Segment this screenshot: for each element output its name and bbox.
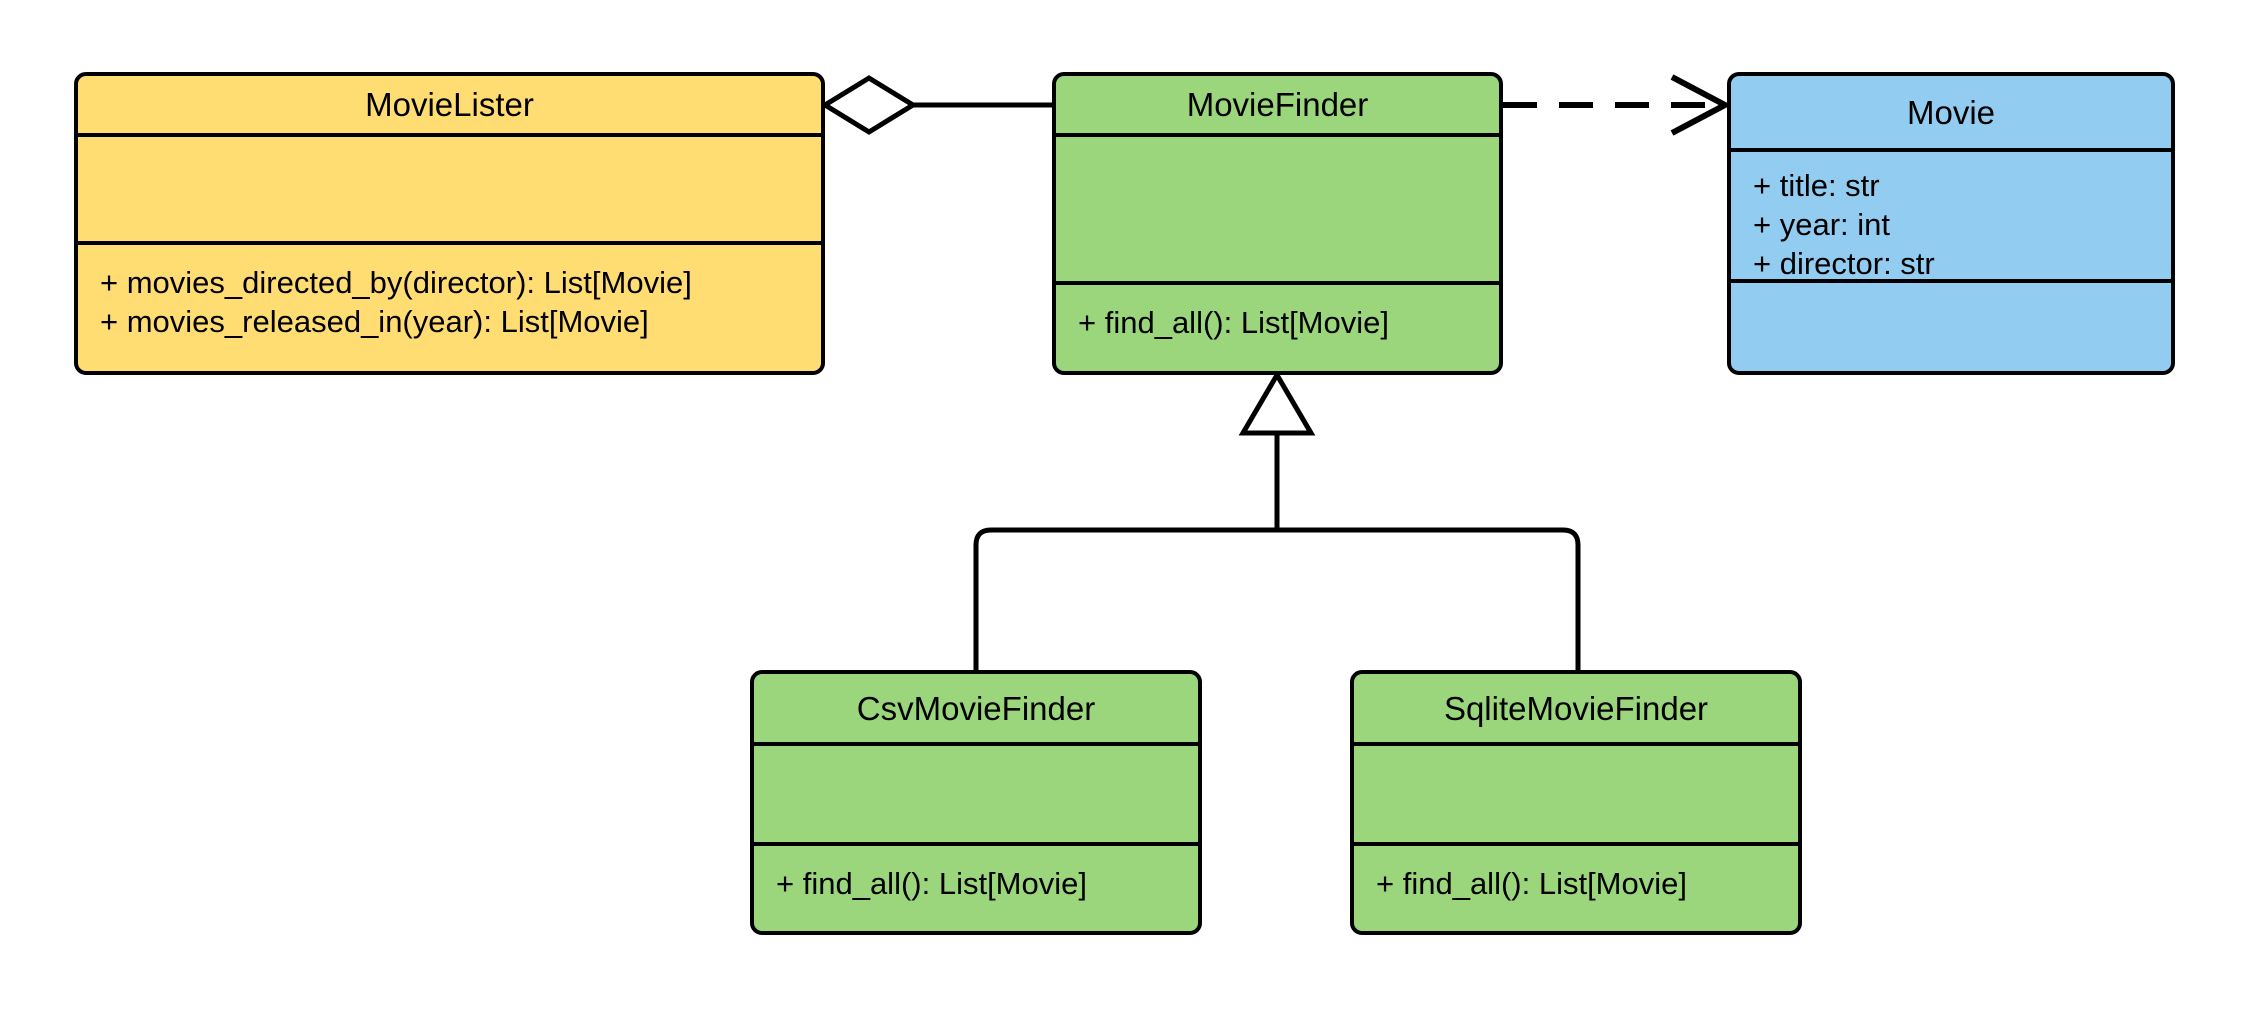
uml-class-movie[interactable]: Movie + title: str + year: int + directo… bbox=[1727, 72, 2175, 375]
attribute-list bbox=[1056, 137, 1499, 151]
dependency-edge-moviefinder-movie[interactable] bbox=[1503, 74, 1732, 136]
methods-compartment-movielister: + movies_directed_by(director): List[Mov… bbox=[78, 241, 821, 371]
uml-class-movielister[interactable]: MovieLister + movies_directed_by(directo… bbox=[74, 72, 825, 375]
methods-compartment-sqlitemoviefinder: + find_all(): List[Movie] bbox=[1354, 842, 1798, 931]
method-list: + movies_directed_by(director): List[Mov… bbox=[78, 245, 821, 341]
method-item: + movies_released_in(year): List[Movie] bbox=[100, 304, 649, 340]
uml-class-csvmoviefinder[interactable]: CsvMovieFinder + find_all(): List[Movie] bbox=[750, 670, 1202, 935]
method-list: + find_all(): List[Movie] bbox=[754, 846, 1198, 903]
uml-class-moviefinder[interactable]: MovieFinder + find_all(): List[Movie] bbox=[1052, 72, 1503, 375]
aggregation-edge-movielister-moviefinder[interactable] bbox=[820, 75, 1052, 135]
attribute-list bbox=[78, 137, 821, 151]
attribute-item: + director: str bbox=[1753, 246, 1935, 282]
attributes-compartment-moviefinder bbox=[1056, 133, 1499, 281]
class-name-movielister: MovieLister bbox=[365, 86, 534, 123]
attribute-list bbox=[1354, 746, 1798, 760]
class-name-moviefinder: MovieFinder bbox=[1186, 86, 1369, 123]
attribute-list: + title: str + year: int + director: str bbox=[1731, 152, 2171, 283]
methods-compartment-csvmoviefinder: + find_all(): List[Movie] bbox=[754, 842, 1198, 931]
uml-class-sqlitemoviefinder[interactable]: SqliteMovieFinder + find_all(): List[Mov… bbox=[1350, 670, 1802, 935]
hollow-diamond-icon bbox=[820, 75, 918, 135]
class-name-sqlitemoviefinder: SqliteMovieFinder bbox=[1443, 689, 1709, 727]
methods-compartment-moviefinder: + find_all(): List[Movie] bbox=[1056, 281, 1499, 371]
method-list: + find_all(): List[Movie] bbox=[1056, 285, 1499, 342]
attributes-compartment-movie: + title: str + year: int + director: str bbox=[1731, 148, 2171, 281]
attribute-list bbox=[754, 746, 1198, 760]
generalization-branch-bus bbox=[973, 527, 1581, 670]
open-arrow-icon bbox=[1670, 74, 1732, 136]
method-item: + movies_directed_by(director): List[Mov… bbox=[100, 265, 692, 300]
class-name-csvmoviefinder: CsvMovieFinder bbox=[856, 689, 1096, 727]
methods-compartment-movie bbox=[1731, 279, 2171, 371]
attributes-compartment-sqlitemoviefinder bbox=[1354, 742, 1798, 842]
attribute-item: + title: str bbox=[1753, 168, 1880, 203]
method-list bbox=[1731, 283, 2171, 301]
method-item: + find_all(): List[Movie] bbox=[1078, 305, 1389, 340]
hollow-triangle-icon bbox=[1238, 370, 1316, 436]
attribute-item: + year: int bbox=[1753, 207, 1890, 243]
method-item: + find_all(): List[Movie] bbox=[776, 866, 1087, 901]
method-list: + find_all(): List[Movie] bbox=[1354, 846, 1798, 903]
class-name-movie: Movie bbox=[1906, 93, 1996, 131]
attributes-compartment-csvmoviefinder bbox=[754, 742, 1198, 842]
method-item: + find_all(): List[Movie] bbox=[1376, 866, 1687, 901]
attributes-compartment-movielister bbox=[78, 133, 821, 241]
generalization-edge-tree[interactable] bbox=[973, 370, 1581, 670]
